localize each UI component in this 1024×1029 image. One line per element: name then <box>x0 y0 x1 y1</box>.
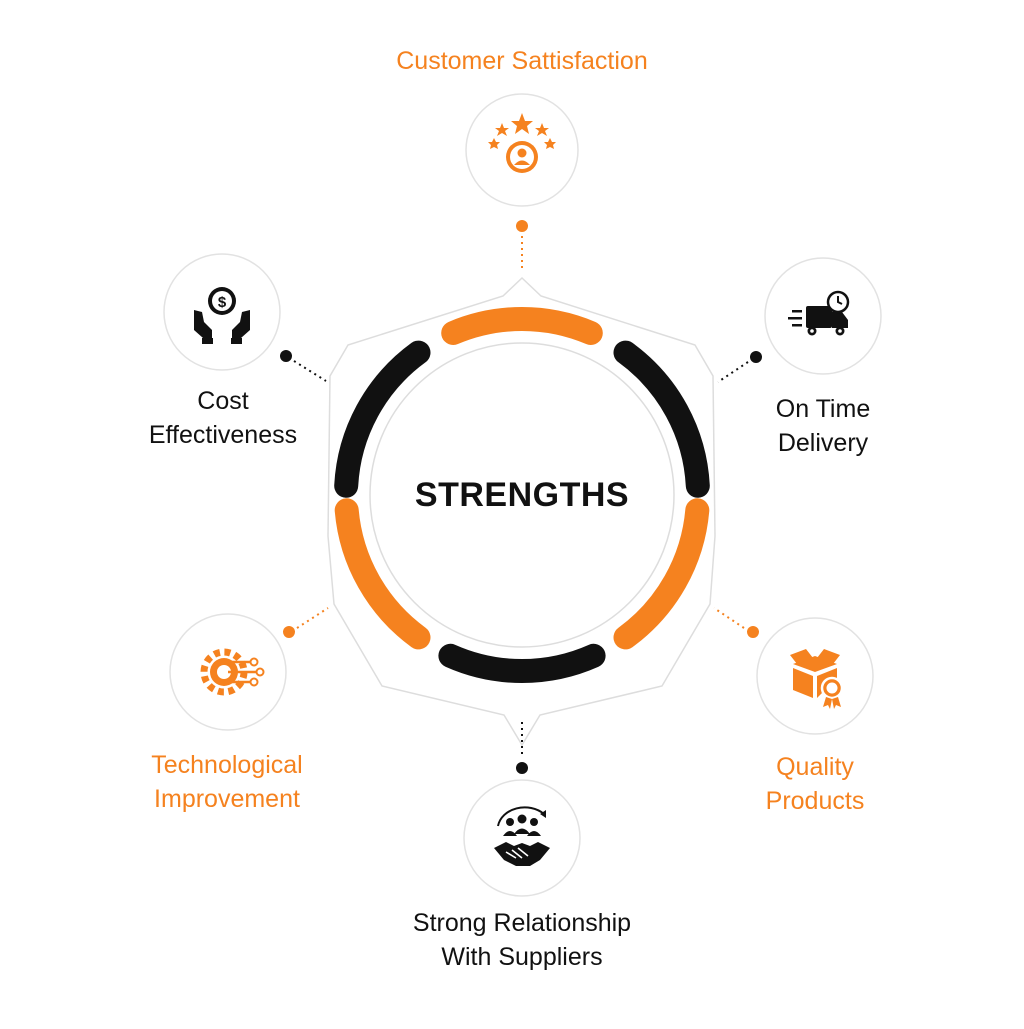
connector-dot-customer <box>516 220 528 232</box>
ring-segment-technology <box>334 498 431 650</box>
icon-circle-customer <box>465 93 579 207</box>
icon-circle-suppliers <box>463 779 581 897</box>
quality-box-icon <box>790 649 844 709</box>
label-strong-relationship: Strong Relationship With Suppliers <box>347 906 697 974</box>
icon-circle-technology <box>169 613 287 731</box>
label-cost-effectiveness: Cost Effectiveness <box>113 384 333 452</box>
handshake-team-icon <box>494 806 550 866</box>
svg-text:$: $ <box>218 294 227 311</box>
label-line: Customer Sattisfaction <box>396 47 648 75</box>
ring-segment-cost <box>334 340 431 498</box>
connector-dot-quality <box>747 626 759 638</box>
connectors <box>280 220 762 774</box>
money-hands-icon: $ <box>194 287 250 344</box>
connector-cost <box>293 360 327 382</box>
connector-dot-delivery <box>750 351 762 363</box>
label-line: On Time <box>775 395 871 423</box>
connector-quality <box>713 607 745 629</box>
center-title: STRENGTHS <box>414 476 630 514</box>
connector-dot-cost <box>280 350 292 362</box>
label-line: Improvement <box>154 785 300 813</box>
label-technological-improvement: Technological Improvement <box>107 748 347 816</box>
label-line: Effectiveness <box>148 421 298 449</box>
label-on-time-delivery: On Time Delivery <box>723 392 923 460</box>
connector-dot-suppliers <box>516 762 528 774</box>
label-line: Strong Relationship <box>412 909 632 937</box>
label-line: Technological <box>151 751 303 779</box>
label-line: With Suppliers <box>441 943 603 971</box>
label-customer-satisfaction: Customer Sattisfaction <box>332 44 712 78</box>
ring-segment-customer <box>441 307 603 345</box>
ring-segments <box>334 307 710 684</box>
connector-technology <box>296 607 329 629</box>
connector-dot-technology <box>283 626 295 638</box>
customer-satisfaction-icon <box>488 113 556 173</box>
icon-circle-delivery <box>764 257 882 375</box>
label-line: Products <box>765 787 865 815</box>
ring-segment-delivery <box>613 340 710 498</box>
label-line: Quality <box>776 753 854 781</box>
ring-segment-suppliers <box>438 643 606 684</box>
ring-segment-quality <box>613 498 710 650</box>
inner-circle <box>369 342 675 648</box>
connector-delivery <box>717 361 749 383</box>
delivery-truck-icon <box>788 290 850 336</box>
label-line: Delivery <box>777 429 869 457</box>
icon-circle-quality <box>756 617 874 735</box>
label-line: Cost <box>197 387 249 415</box>
icon-circle-cost: $ <box>163 253 281 371</box>
gear-circuit-icon <box>200 648 265 696</box>
label-quality-products: Quality Products <box>715 750 915 818</box>
